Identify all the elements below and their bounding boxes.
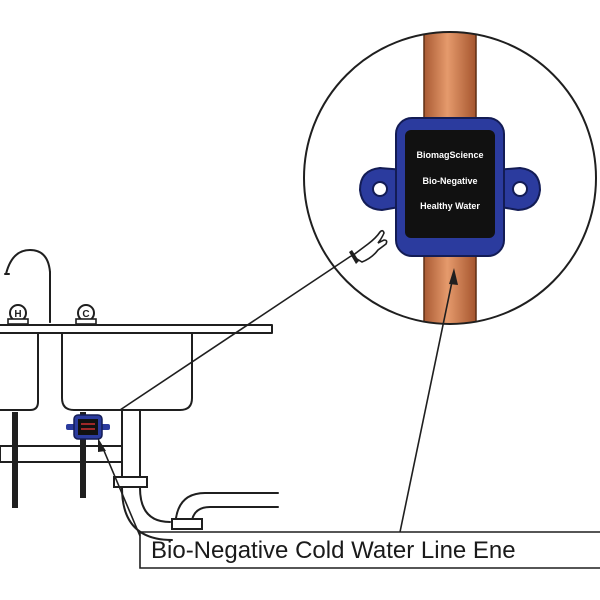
pointing-hand-icon (349, 229, 388, 264)
device-screen (405, 130, 495, 238)
device-text-purpose: Healthy Water (420, 201, 480, 211)
cabinet-frame (0, 412, 123, 508)
cold-label: C (82, 309, 89, 320)
hot-water-handle: H (7, 304, 29, 325)
cold-water-handle: C (75, 304, 97, 325)
device-text-type: Bio-Negative (422, 176, 477, 186)
faucet (4, 249, 51, 323)
wall-pipe (171, 492, 279, 530)
installed-device (66, 414, 110, 440)
device-text-brand: BiomagScience (416, 150, 483, 160)
zoomed-device: BiomagScience Bio-Negative Healthy Water (358, 117, 542, 257)
caption-box (98, 438, 600, 569)
sink (0, 324, 273, 411)
drain-pipe (113, 409, 173, 541)
hot-label: H (14, 309, 21, 320)
caption-text: Bio-Negative Cold Water Line Ene (151, 537, 516, 564)
leader-lines (119, 255, 458, 533)
